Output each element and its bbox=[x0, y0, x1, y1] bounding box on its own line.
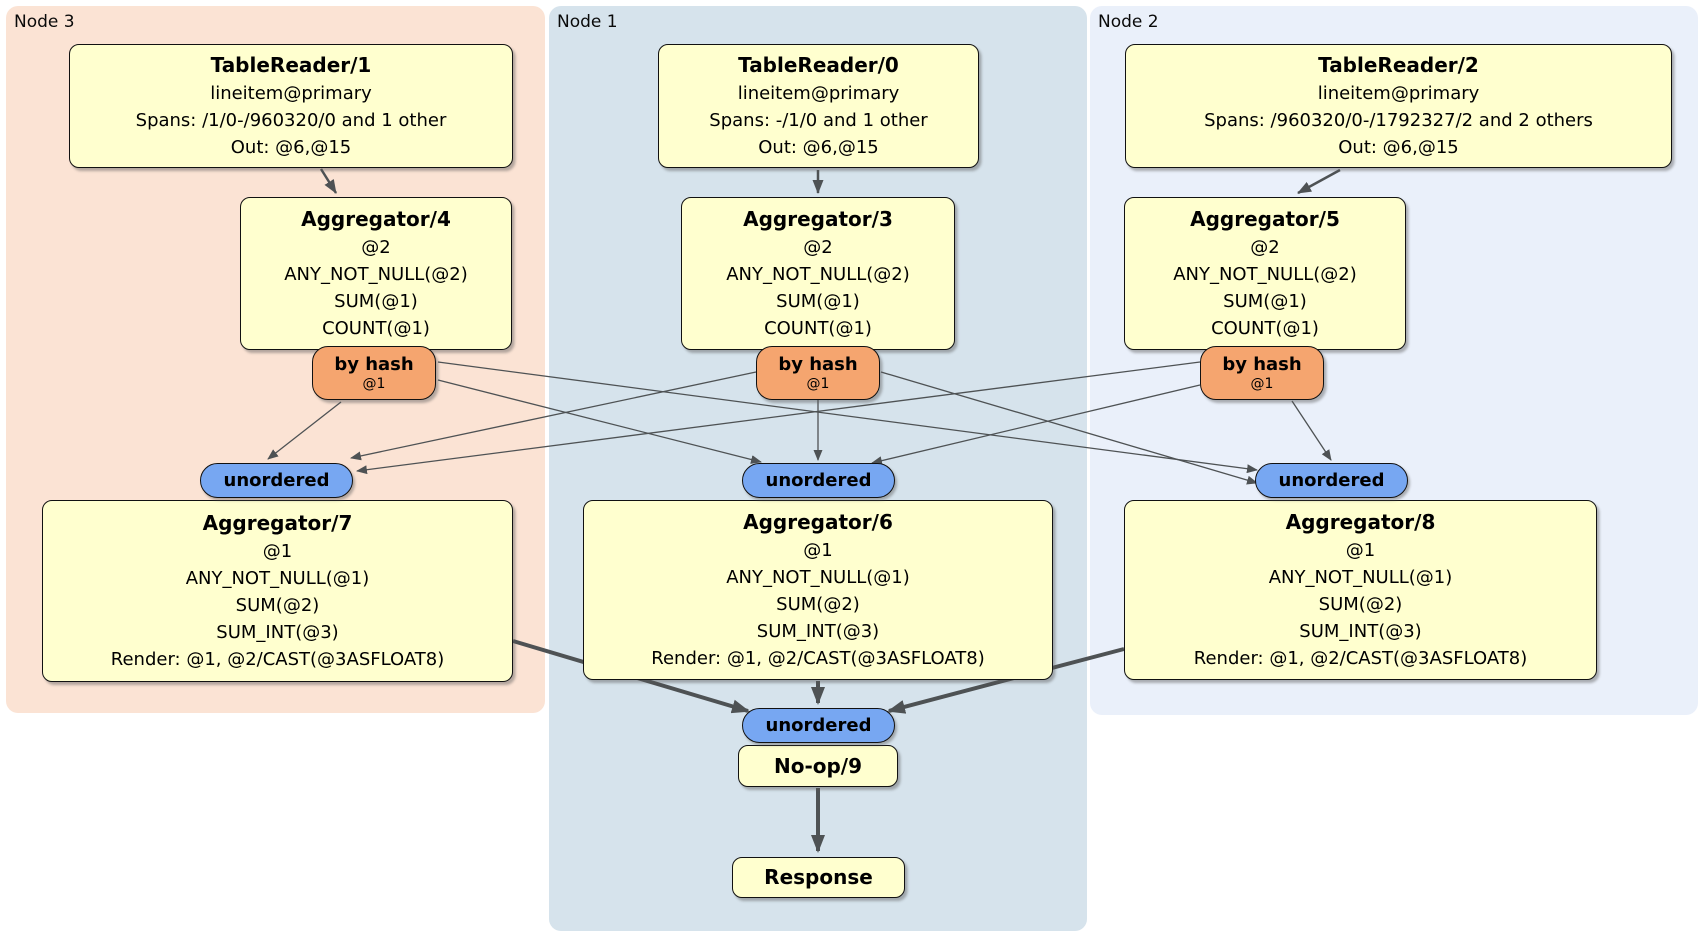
edge-byhash2-unordered2 bbox=[1291, 400, 1332, 461]
tablereader-0-box: TableReader/0 lineitem@primary Spans: -/… bbox=[658, 44, 979, 168]
aggregator-3-box: Aggregator/3 @2 ANY_NOT_NULL(@2) SUM(@1)… bbox=[681, 197, 955, 350]
box-line: lineitem@primary bbox=[1317, 83, 1480, 104]
box-line: @1 bbox=[262, 541, 293, 562]
box-line: @2 bbox=[361, 237, 391, 258]
router-label: by hash bbox=[334, 354, 414, 375]
edge-byhash3-unordered1 bbox=[437, 379, 762, 464]
region-label-node2: Node 2 bbox=[1098, 12, 1159, 32]
box-line: @1 bbox=[803, 540, 833, 561]
box-line: ANY_NOT_NULL(@1) bbox=[1268, 567, 1453, 588]
edge-byhash3-unordered3 bbox=[267, 401, 342, 460]
box-line: Spans: /960320/0-/1792327/2 and 2 others bbox=[1204, 110, 1593, 131]
by-hash-router-node1: by hash @1 bbox=[756, 346, 880, 400]
box-title: Aggregator/6 bbox=[743, 510, 893, 534]
box-line: @2 bbox=[1250, 237, 1280, 258]
box-line: SUM_INT(@3) bbox=[1299, 621, 1422, 642]
aggregator-5-box: Aggregator/5 @2 ANY_NOT_NULL(@2) SUM(@1)… bbox=[1124, 197, 1406, 350]
box-line: @1 bbox=[1345, 540, 1376, 561]
box-line: ANY_NOT_NULL(@1) bbox=[185, 568, 370, 589]
box-title: TableReader/1 bbox=[210, 53, 372, 77]
box-line: SUM(@1) bbox=[1223, 291, 1307, 312]
box-line: lineitem@primary bbox=[737, 83, 900, 104]
box-title: No-op/9 bbox=[773, 753, 863, 778]
unordered-stream-node2: unordered bbox=[1255, 463, 1408, 498]
box-line: Spans: /1/0-/960320/0 and 1 other bbox=[135, 110, 447, 131]
router-detail: @1 bbox=[362, 376, 386, 392]
router-label: by hash bbox=[1222, 354, 1302, 375]
box-line: Out: @6,@15 bbox=[230, 137, 352, 158]
box-title: Aggregator/4 bbox=[301, 207, 451, 231]
by-hash-router-node3: by hash @1 bbox=[312, 346, 436, 400]
box-line: SUM(@2) bbox=[1318, 594, 1403, 615]
region-label-node3: Node 3 bbox=[14, 12, 75, 32]
unordered-stream-node1: unordered bbox=[742, 463, 895, 498]
box-title: Aggregator/7 bbox=[202, 511, 353, 535]
hash-router-edges bbox=[267, 361, 1332, 485]
box-title: Aggregator/8 bbox=[1285, 510, 1436, 534]
noop-box: No-op/9 bbox=[738, 745, 898, 787]
box-line: Out: @6,@15 bbox=[758, 137, 879, 158]
box-title: TableReader/0 bbox=[738, 53, 899, 77]
region-label-node1: Node 1 bbox=[557, 12, 618, 32]
box-line: Out: @6,@15 bbox=[1338, 137, 1459, 158]
box-line: Render: @1, @2/CAST(@3ASFLOAT8) bbox=[110, 649, 445, 670]
unordered-stream-final: unordered bbox=[742, 708, 895, 743]
tablereader-2-box: TableReader/2 lineitem@primary Spans: /9… bbox=[1125, 44, 1672, 168]
router-label: by hash bbox=[778, 354, 858, 375]
edge-byhash3-unordered2 bbox=[437, 361, 1258, 474]
aggregator-6-box: Aggregator/6 @1 ANY_NOT_NULL(@1) SUM(@2)… bbox=[583, 500, 1053, 680]
box-title: Aggregator/5 bbox=[1190, 207, 1340, 231]
box-line: ANY_NOT_NULL(@1) bbox=[726, 567, 910, 588]
aggregator-7-box: Aggregator/7 @1 ANY_NOT_NULL(@1) SUM(@2)… bbox=[42, 500, 513, 682]
edge-agg8-unordered-final bbox=[887, 647, 1125, 714]
box-line: SUM_INT(@3) bbox=[216, 622, 339, 643]
edge-byhash1-unordered2 bbox=[880, 371, 1258, 485]
edge-byhash1-unordered3 bbox=[350, 371, 757, 461]
box-line: ANY_NOT_NULL(@2) bbox=[1173, 264, 1357, 285]
aggregator-4-box: Aggregator/4 @2 ANY_NOT_NULL(@2) SUM(@1)… bbox=[240, 197, 512, 350]
box-line: Render: @1, @2/CAST(@3ASFLOAT8) bbox=[651, 648, 985, 669]
unordered-stream-node3: unordered bbox=[200, 463, 353, 498]
router-detail: @1 bbox=[806, 376, 830, 392]
box-line: Spans: -/1/0 and 1 other bbox=[709, 110, 928, 131]
box-line: COUNT(@1) bbox=[764, 318, 872, 339]
edge-byhash2-unordered3 bbox=[356, 361, 1201, 475]
box-line: Render: @1, @2/CAST(@3ASFLOAT8) bbox=[1193, 648, 1528, 669]
box-title: TableReader/2 bbox=[1318, 53, 1479, 77]
box-line: SUM(@1) bbox=[776, 291, 860, 312]
response-box: Response bbox=[732, 857, 905, 898]
aggregator-8-box: Aggregator/8 @1 ANY_NOT_NULL(@1) SUM(@2)… bbox=[1124, 500, 1597, 680]
box-line: SUM_INT(@3) bbox=[756, 621, 880, 642]
box-line: lineitem@primary bbox=[210, 83, 372, 104]
edge-byhash2-unordered1 bbox=[871, 384, 1201, 466]
tablereader-edges bbox=[319, 168, 1341, 195]
box-line: @2 bbox=[803, 237, 833, 258]
box-line: SUM(@2) bbox=[776, 594, 860, 615]
box-line: ANY_NOT_NULL(@2) bbox=[284, 264, 468, 285]
edge-tr2-agg5 bbox=[1297, 168, 1341, 195]
box-line: SUM(@1) bbox=[334, 291, 418, 312]
edge-tr1-agg4 bbox=[319, 168, 338, 194]
box-title: Response bbox=[764, 865, 873, 889]
router-detail: @1 bbox=[1250, 376, 1274, 392]
box-line: COUNT(@1) bbox=[322, 318, 430, 339]
box-title: Aggregator/3 bbox=[743, 207, 893, 231]
by-hash-router-node2: by hash @1 bbox=[1200, 346, 1324, 400]
box-line: COUNT(@1) bbox=[1211, 318, 1319, 339]
box-line: SUM(@2) bbox=[235, 595, 320, 616]
tablereader-1-box: TableReader/1 lineitem@primary Spans: /1… bbox=[69, 44, 513, 168]
box-line: ANY_NOT_NULL(@2) bbox=[726, 264, 910, 285]
